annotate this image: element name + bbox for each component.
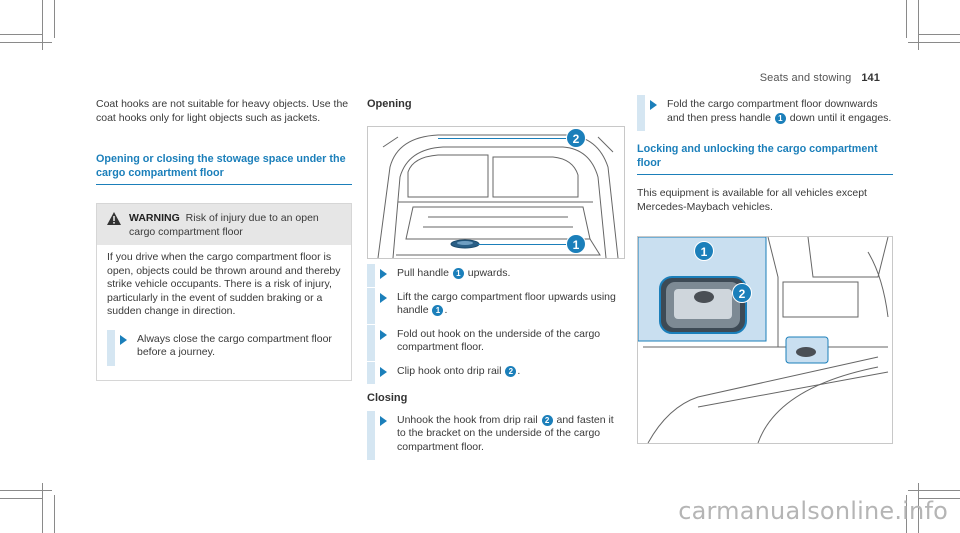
step-arrow-icon (380, 292, 387, 303)
crop-mark (918, 0, 919, 50)
step-bar (367, 361, 375, 384)
opening-heading: Opening (367, 98, 412, 110)
callout-2: 2 (732, 283, 752, 303)
step-arrow-icon (120, 334, 127, 345)
ref-number-badge: 1 (452, 268, 464, 279)
crop-mark (906, 0, 907, 38)
column-left: Coat hooks are not suitable for heavy ob… (96, 98, 352, 381)
step-text: Lift the cargo compartment floor upwards… (397, 290, 616, 317)
step-text: Fold out hook on the underside of the ca… (397, 327, 601, 354)
crop-mark (54, 495, 55, 533)
crop-mark (0, 34, 42, 35)
step-text: Clip hook onto drip rail (397, 364, 505, 377)
step-bar (367, 287, 375, 324)
step-arrow-icon (380, 366, 387, 377)
step-arrow-icon (650, 100, 657, 110)
warning-lead: Risk of injury due to an open cargo comp… (129, 212, 319, 238)
instruction-step: Always close the cargo compartment floor… (107, 329, 341, 366)
ref-number-badge: 1 (774, 112, 786, 124)
section-heading: Opening or closing the stowage space und… (96, 153, 352, 185)
step-text: Unhook the hook from drip rail (397, 413, 541, 426)
step-bar (367, 264, 375, 287)
crop-mark (42, 483, 43, 533)
ref-number-badge: 2 (541, 414, 553, 426)
cargo-floor-figure: 2 1 (367, 126, 625, 259)
instruction-step: Fold the cargo compartment floor downwar… (637, 95, 893, 131)
ref-number-badge: 2 (505, 365, 517, 377)
step-text: and fasten it to the bracket on the unde… (397, 413, 614, 453)
page-number: 141 (861, 72, 880, 84)
step-text: upwards. (464, 267, 511, 279)
step-text: . (444, 304, 448, 316)
step-arrow-icon (380, 415, 387, 426)
crop-mark (918, 483, 919, 533)
step-bar (107, 329, 115, 366)
callout-1: 1 (566, 234, 586, 254)
section-heading: Locking and unlocking the cargo compartm… (637, 143, 893, 175)
column-middle-steps: Pull handle 1 upwards. Lift the cargo co… (367, 264, 623, 464)
step-bar (367, 410, 375, 460)
page-header: Seats and stowing 141 (760, 72, 880, 84)
step-text: Pull handle (397, 267, 452, 279)
warning-icon (107, 212, 121, 225)
ref-number-badge: 1 (432, 305, 444, 316)
cargo-compartment-illustration (377, 134, 619, 258)
step-text: Always close the cargo compartment floor… (137, 332, 332, 359)
callout-1: 1 (694, 241, 714, 261)
instruction-step: Pull handle 1 upwards. (367, 264, 623, 287)
closing-heading: Closing (367, 392, 408, 404)
crop-mark (42, 0, 43, 50)
column-right: Fold the cargo compartment floor downwar… (637, 95, 893, 214)
warning-body: If you drive when the cargo compartment … (97, 245, 351, 380)
warning-box: WARNING Risk of injury due to an open ca… (96, 203, 352, 381)
crop-mark (0, 498, 42, 499)
intro-text: Coat hooks are not suitable for heavy ob… (96, 98, 349, 124)
watermark: carmanualsonline.info (678, 497, 948, 525)
warning-header: WARNING Risk of injury due to an open ca… (97, 204, 351, 245)
step-bar (367, 324, 375, 361)
instruction-step: Fold out hook on the underside of the ca… (367, 324, 623, 361)
crop-mark (0, 490, 52, 491)
crop-mark (54, 0, 55, 38)
callout-leader (478, 244, 568, 245)
crop-mark (0, 42, 52, 43)
warning-text: If you drive when the cargo compartment … (107, 251, 341, 317)
column-middle: Opening (367, 98, 623, 122)
callout-2: 2 (566, 128, 586, 148)
crop-mark (906, 495, 907, 533)
crop-mark (908, 42, 960, 43)
step-text: . (517, 364, 521, 377)
callout-leader (438, 138, 568, 139)
crop-mark (908, 490, 960, 491)
step-text: Fold the cargo compartment floor downwar… (667, 98, 878, 124)
lock-figure: 1 2 (637, 236, 893, 444)
instruction-step: Lift the cargo compartment floor upwards… (367, 287, 623, 324)
step-text: down until it engages. (786, 111, 892, 124)
step-arrow-icon (380, 329, 387, 340)
availability-text: This equipment is available for all vehi… (637, 187, 867, 213)
warning-steps: Always close the cargo compartment floor… (107, 329, 341, 366)
instruction-step: Unhook the hook from drip rail 2 and fas… (367, 410, 623, 460)
instruction-step: Clip hook onto drip rail 2. (367, 361, 623, 384)
crop-mark (918, 34, 960, 35)
cargo-lock-illustration (638, 237, 889, 443)
step-arrow-icon (380, 269, 387, 279)
section-title: Seats and stowing (759, 72, 852, 84)
step-bar (637, 95, 645, 131)
warning-title: WARNING (129, 212, 180, 224)
crop-mark (918, 498, 960, 499)
